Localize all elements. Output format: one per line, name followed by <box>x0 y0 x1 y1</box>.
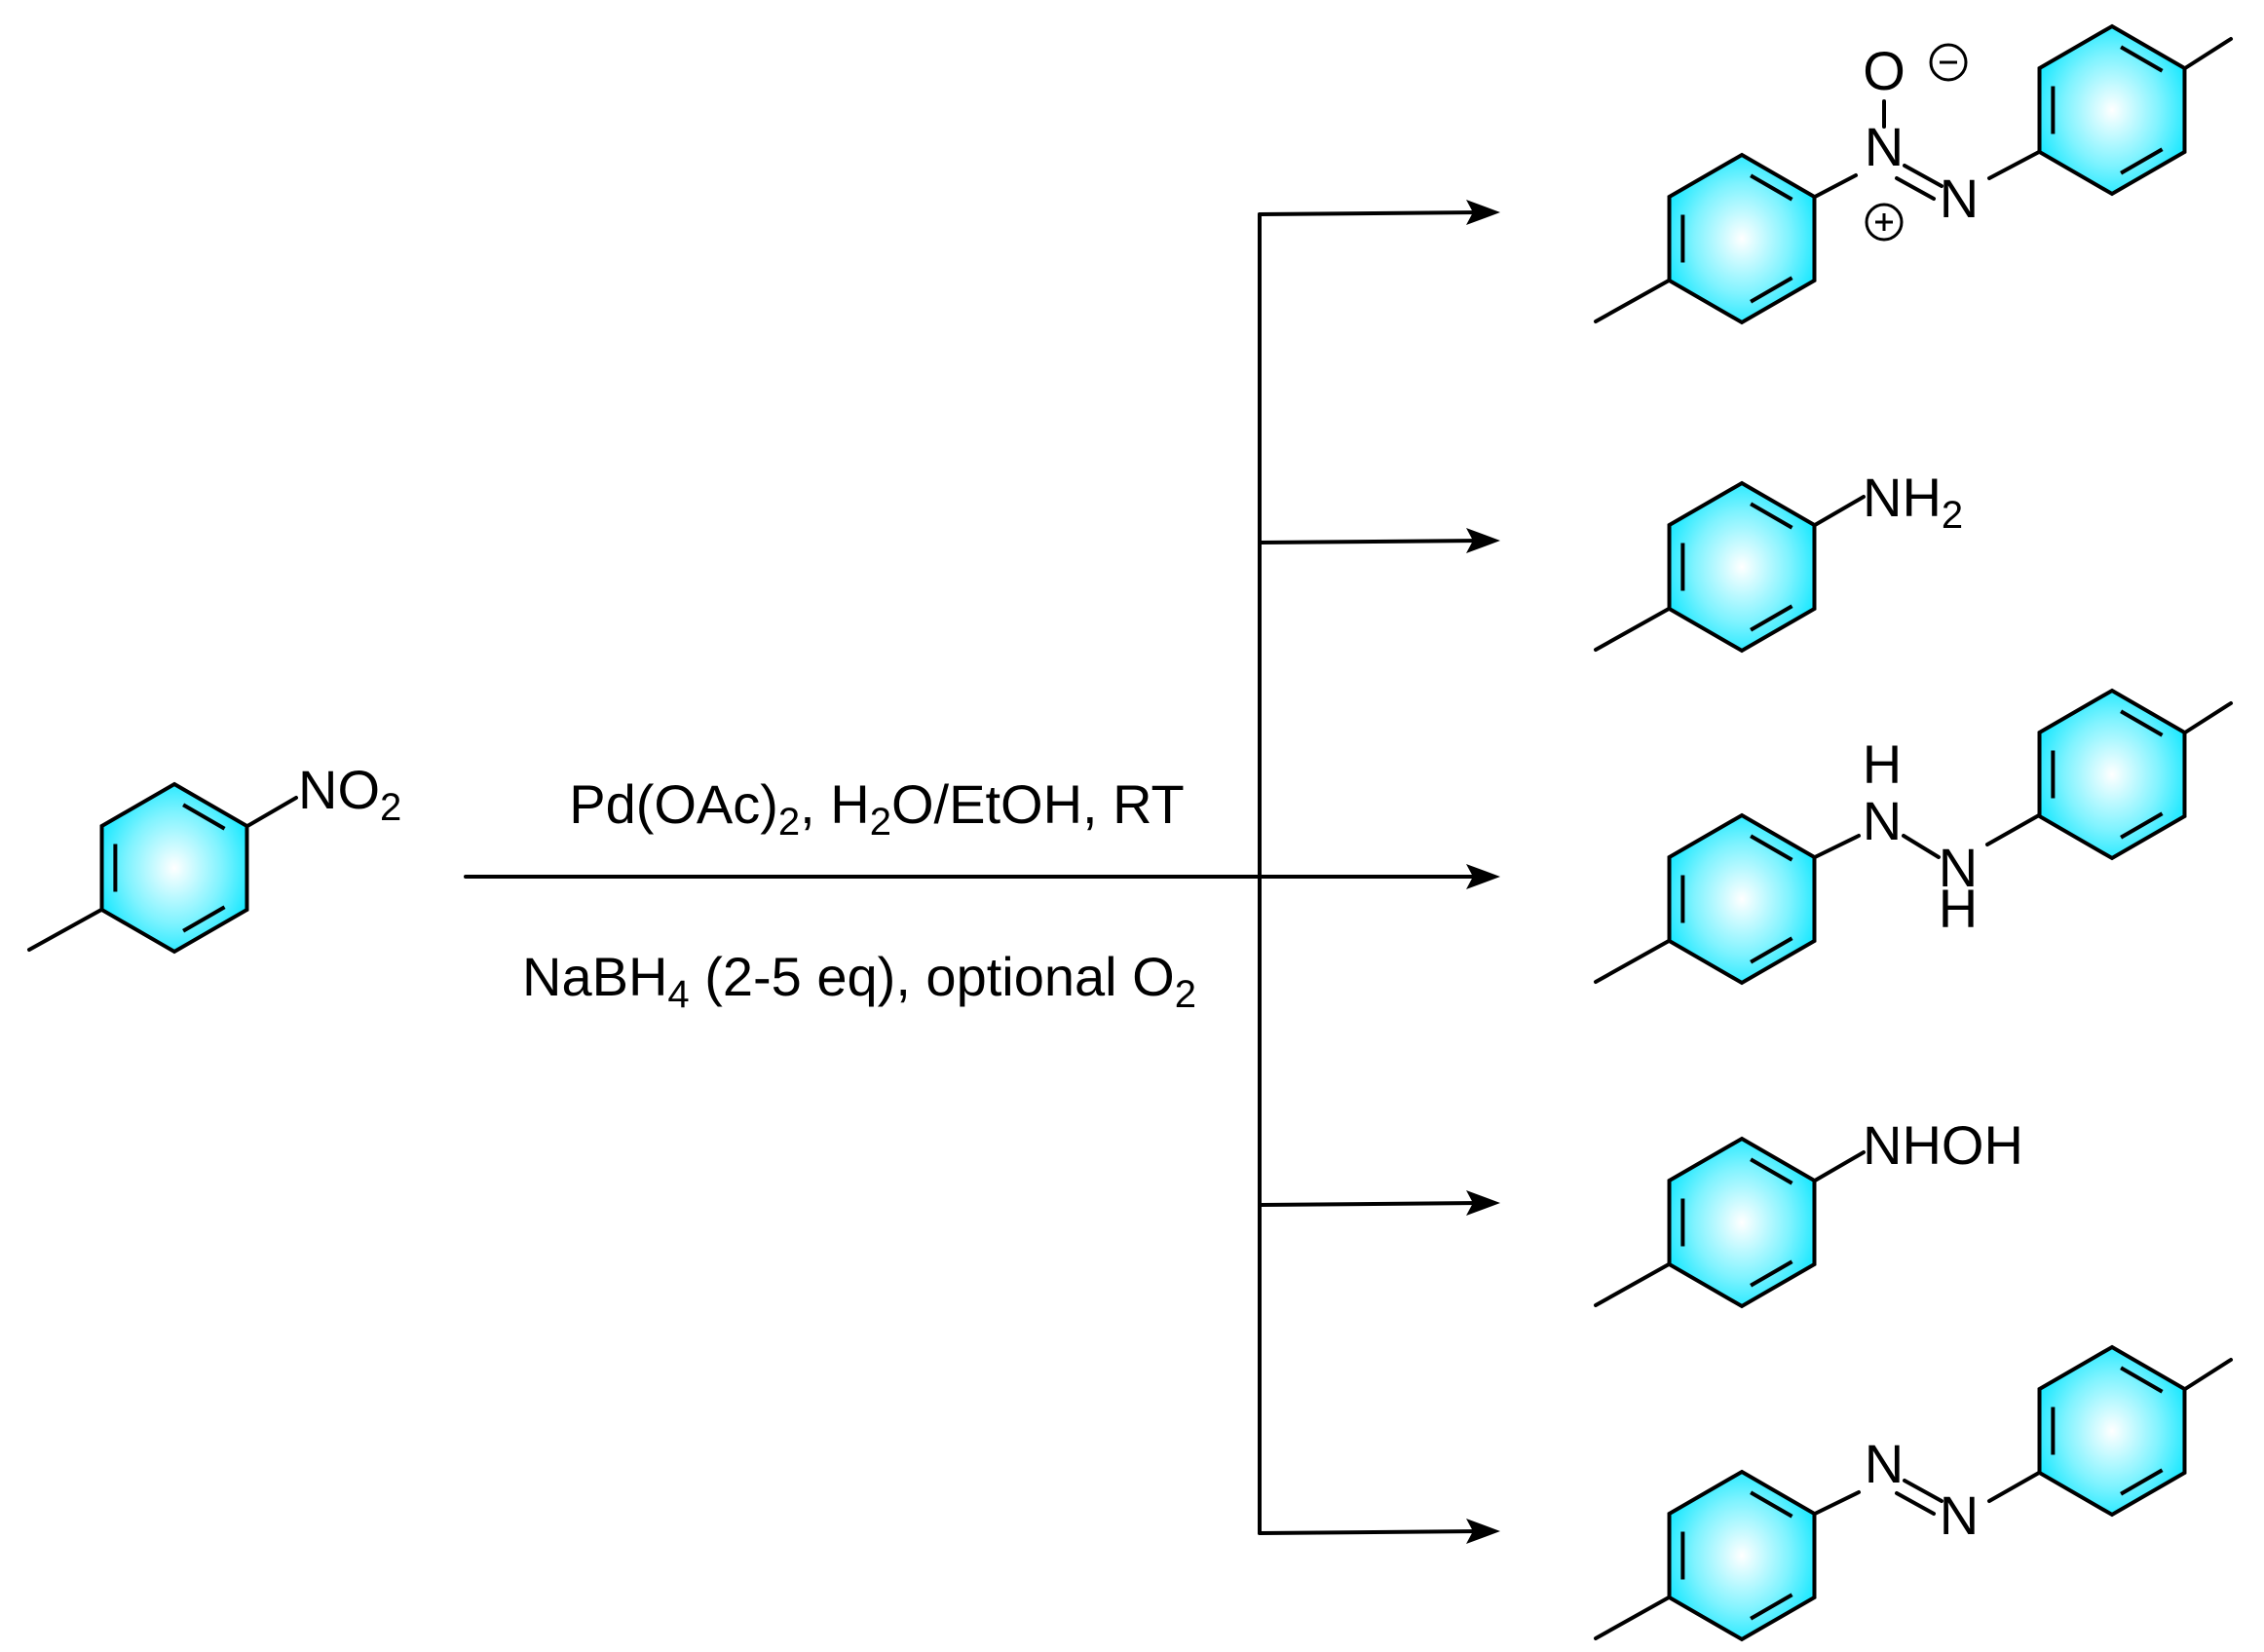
benzene-ring-outline <box>2037 23 2187 197</box>
ring-hydrazo-right <box>2037 688 2187 861</box>
double-bond-line <box>1750 1259 1793 1288</box>
double-bond-line <box>2120 45 2164 73</box>
double-bond-line <box>182 905 226 933</box>
ring-azo-left <box>1667 1469 1817 1642</box>
double-bond-line <box>1750 604 1793 632</box>
double-bond-line <box>1750 502 1793 530</box>
aniline-amine-label: NH2 <box>1863 467 1963 537</box>
double-bond-line <box>1750 173 1793 202</box>
azo-methyl-bond <box>1594 1596 1671 1640</box>
benzene-ring-outline <box>99 781 249 955</box>
double-bond-line <box>2120 709 2164 737</box>
hydroxylamine-n-bond <box>1813 1150 1866 1183</box>
benzene-ring-outline <box>2037 1344 2187 1518</box>
benzene-ring-outline <box>1667 1136 1817 1309</box>
double-bond-line <box>1750 1490 1793 1519</box>
azo-nn-bond-b <box>1895 1491 1936 1516</box>
azo-n2-label: N <box>1940 1484 1979 1546</box>
reactant-nitro-label: NO2 <box>298 759 401 829</box>
azoxy-o-label: O <box>1863 40 1906 101</box>
hydrazo-ring-n-bond <box>1813 834 1861 859</box>
arrowhead-azoxy <box>1466 200 1500 225</box>
azoxy-nn-bond-b <box>1895 176 1936 201</box>
ring-azoxy-right <box>2037 23 2187 197</box>
double-bond-line <box>2120 147 2164 175</box>
double-bond-line <box>1750 276 1793 304</box>
hydrazo-n1-label: N <box>1863 790 1902 851</box>
azoxy-n1-label: N <box>1865 116 1904 177</box>
branch-arrow-hydroxylamine <box>1258 1201 1483 1207</box>
branch-arrow-aniline <box>1258 539 1483 544</box>
branch-arrow-azo <box>1258 1529 1483 1535</box>
azoxy-methyl2-bond <box>2183 37 2233 70</box>
azo-nn-bond-a <box>1903 1479 1943 1503</box>
hydrazo-methyl-bond <box>1594 939 1671 984</box>
azo-ring-n-bond <box>1813 1490 1861 1516</box>
benzene-ring-outline <box>1667 812 1817 986</box>
double-bond-line <box>1750 936 1793 964</box>
arrowhead-aniline <box>1466 528 1500 553</box>
double-bond-line <box>182 803 226 831</box>
ring-reactant <box>99 781 249 955</box>
benzene-rings <box>99 23 2187 1642</box>
hydrazo-methyl2-bond <box>2183 701 2233 734</box>
azoxy-n2-label: N <box>1940 168 1979 229</box>
aniline-n-bond <box>1813 495 1866 527</box>
double-bond-line <box>1750 834 1793 862</box>
double-bond-line <box>2120 1468 2164 1496</box>
conditions-line-2: NaBH4 (2-5 eq), optional O2 <box>522 946 1196 1016</box>
ring-hydroxylamine <box>1667 1136 1817 1309</box>
arrowhead-azo <box>1466 1519 1500 1544</box>
ring-azoxy-left <box>1667 152 1817 325</box>
benzene-ring-outline <box>1667 1469 1817 1642</box>
reactant-methyl-bond <box>27 908 103 952</box>
double-bond-line <box>1750 1157 1793 1185</box>
azoxy-n-ring-bond <box>1987 150 2041 180</box>
plus-charge-circle <box>1865 203 1904 242</box>
double-bond-line <box>2120 811 2164 840</box>
azoxy-nn-bond-a <box>1903 164 1943 188</box>
double-bond-line <box>2120 1366 2164 1394</box>
ring-azo-right <box>2037 1344 2187 1518</box>
azo-methyl2-bond <box>2183 1358 2233 1391</box>
azo-n1-label: N <box>1865 1433 1904 1494</box>
azoxy-methyl-bond <box>1594 279 1671 323</box>
azoxy-ring-n-bond <box>1813 173 1858 199</box>
benzene-ring-outline <box>1667 152 1817 325</box>
arrowhead-main <box>1466 864 1500 889</box>
ring-hydrazo-left <box>1667 812 1817 986</box>
double-bond-line <box>1750 1593 1793 1621</box>
aniline-methyl-bond <box>1594 607 1671 652</box>
conditions-line-1: Pd(OAc)2, H2O/EtOH, RT <box>569 773 1185 844</box>
hydrazo-n2-label: N <box>1939 837 1978 898</box>
hydroxylamine-label: NHOH <box>1863 1114 2023 1176</box>
benzene-ring-outline <box>2037 688 2187 861</box>
hydrazo-n-ring-bond <box>1985 813 2041 846</box>
benzene-ring-outline <box>1667 480 1817 654</box>
hydrazo-h2-label: H <box>1939 878 1978 939</box>
branch-arrow-azoxy <box>1258 210 1483 216</box>
reactant-nitro-bond <box>245 796 298 828</box>
hydrazo-nn-bond <box>1902 834 1941 859</box>
azo-n-ring-bond <box>1987 1471 2041 1503</box>
ring-aniline <box>1667 480 1817 654</box>
hydrazo-h1-label: H <box>1863 733 1902 795</box>
hydroxylamine-methyl-bond <box>1594 1262 1671 1307</box>
arrowhead-hydroxylamine <box>1466 1190 1500 1216</box>
minus-charge-circle <box>1929 43 1968 82</box>
